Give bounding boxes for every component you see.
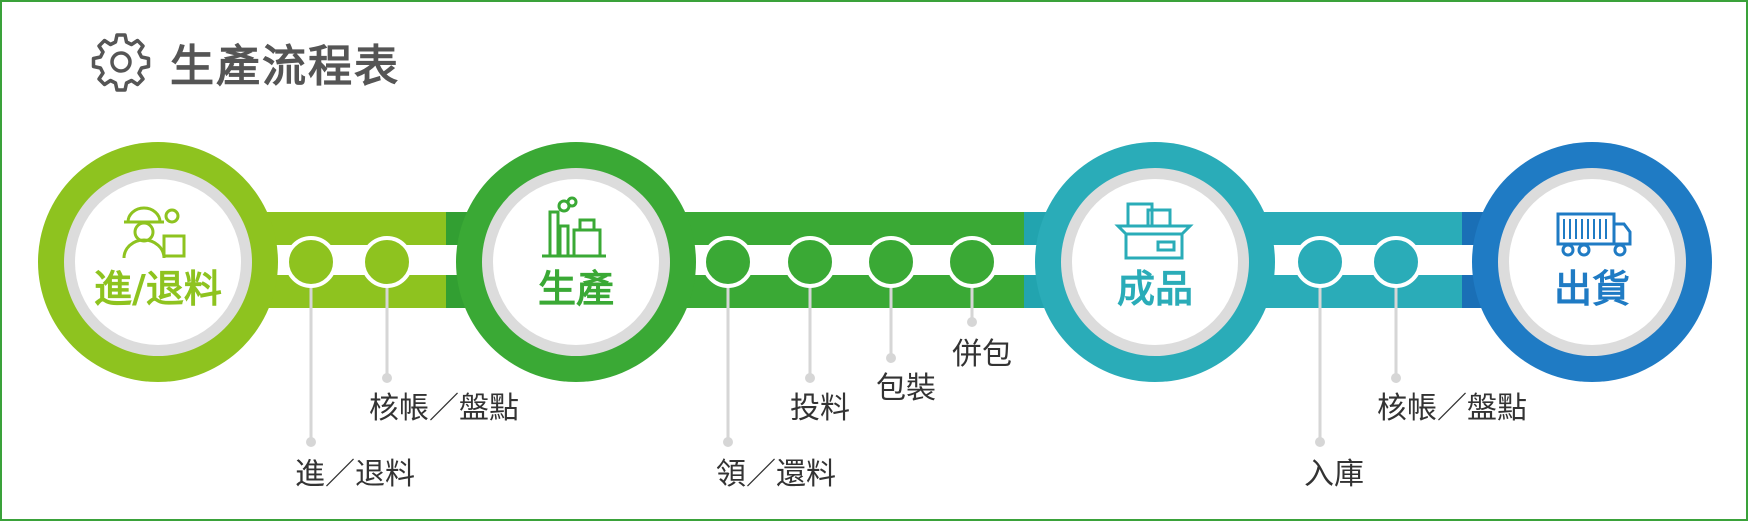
step-dot — [784, 236, 836, 288]
hub-1 — [38, 142, 278, 382]
connector-dot — [382, 373, 392, 383]
hub-2 — [456, 142, 696, 382]
page-title: 生產流程表 — [170, 41, 400, 92]
gear-icon — [91, 33, 151, 92]
hub-label-2: 生產 — [538, 267, 614, 311]
hub-label-3: 成品 — [1117, 267, 1193, 311]
step-dot — [946, 236, 998, 288]
connector-dot — [886, 353, 896, 363]
hub-label-4: 出貨 — [1554, 267, 1630, 311]
worker-icon — [122, 206, 186, 259]
connector-dot — [306, 437, 316, 447]
step-dot — [702, 236, 754, 288]
step-label-4: 投料 — [790, 391, 850, 426]
step-label-5: 包裝 — [876, 371, 936, 406]
step-label-2: 核帳／盤點 — [369, 391, 519, 426]
connector-dot — [967, 317, 977, 327]
connector-dots — [306, 317, 1401, 447]
hub-label-1: 進/退料 — [94, 267, 222, 311]
step-label-1: 進／退料 — [295, 457, 415, 492]
factory-icon — [542, 196, 606, 258]
step-dot — [285, 236, 337, 288]
step-dot — [1370, 236, 1422, 288]
step-label-8: 核帳／盤點 — [1377, 391, 1527, 426]
step-dot — [1294, 236, 1346, 288]
hub-3 — [1035, 142, 1275, 382]
hub-4 — [1472, 142, 1712, 382]
header: 生產流程表 — [90, 30, 400, 94]
connector-dot — [723, 437, 733, 447]
truck-icon — [1556, 212, 1632, 257]
step-label-7: 入庫 — [1304, 457, 1364, 492]
connector-dot — [1315, 437, 1325, 447]
step-label-3: 領／還料 — [716, 457, 836, 492]
connector-dot — [805, 373, 815, 383]
connector-dot — [1391, 373, 1401, 383]
step-label-6: 併包 — [952, 337, 1012, 372]
step-dot — [865, 236, 917, 288]
step-dots — [285, 236, 1422, 288]
boxes-icon — [1114, 202, 1194, 260]
step-dot — [361, 236, 413, 288]
